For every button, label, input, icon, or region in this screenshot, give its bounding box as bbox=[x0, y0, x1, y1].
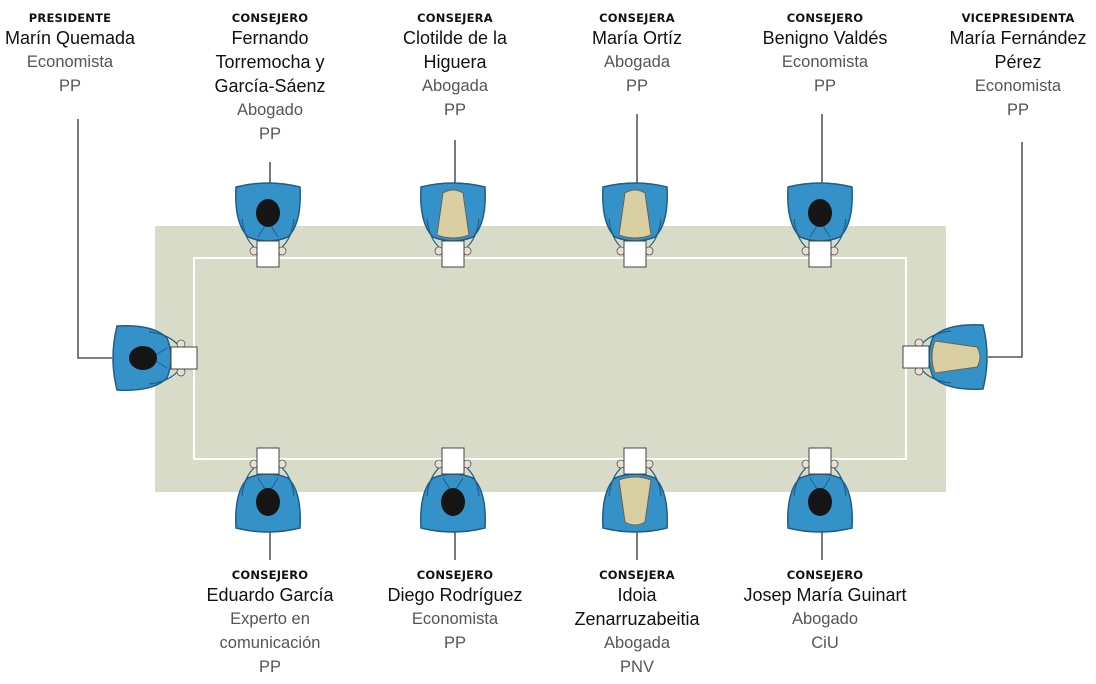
person-consejero-torremocha bbox=[235, 182, 301, 268]
role-label: CONSEJERO bbox=[231, 568, 309, 582]
member-info: Economista bbox=[781, 53, 869, 71]
member-info: PP bbox=[813, 77, 836, 95]
member-info: PP bbox=[258, 125, 281, 143]
person-consejera-clotilde bbox=[420, 182, 486, 268]
role-label: CONSEJERA bbox=[599, 568, 675, 582]
member-name: Josep María Guinart bbox=[743, 585, 907, 605]
person-consejero-valdes bbox=[787, 182, 853, 268]
member-name: Marín Quemada bbox=[4, 28, 136, 48]
person-consejero-diego bbox=[420, 447, 486, 533]
member-info: Experto en bbox=[230, 610, 310, 628]
role-label: CONSEJERA bbox=[599, 11, 675, 25]
member-info: Abogada bbox=[603, 53, 671, 71]
role-label: CONSEJERO bbox=[416, 568, 494, 582]
member-name: María Fernández bbox=[949, 28, 1087, 48]
member-name: García-Sáenz bbox=[214, 76, 326, 96]
member-name: María Ortíz bbox=[591, 28, 682, 48]
member-info: Economista bbox=[974, 77, 1062, 95]
person-consejera-idoia bbox=[602, 447, 668, 533]
member-name: Eduardo García bbox=[206, 585, 334, 605]
member-name: Fernando bbox=[231, 28, 309, 48]
role-label: CONSEJERO bbox=[786, 11, 864, 25]
member-name: Clotilde de la bbox=[402, 28, 508, 48]
person-consejera-ortiz bbox=[602, 182, 668, 268]
person-consejero-guinart bbox=[787, 447, 853, 533]
member-name: Benigno Valdés bbox=[762, 28, 888, 48]
person-vicepresidenta bbox=[902, 324, 988, 390]
member-info: comunicación bbox=[219, 634, 321, 652]
member-info: Abogado bbox=[791, 610, 859, 628]
person-consejero-eduardo bbox=[235, 447, 301, 533]
member-info: PP bbox=[443, 101, 466, 119]
connector-line-presidente bbox=[77, 119, 112, 359]
role-label: CONSEJERA bbox=[417, 11, 493, 25]
person-presidente bbox=[112, 325, 198, 391]
member-info: PP bbox=[443, 634, 466, 652]
member-info: Economista bbox=[26, 53, 114, 71]
role-label: CONSEJERO bbox=[231, 11, 309, 25]
role-label: CONSEJERO bbox=[786, 568, 864, 582]
member-info: Abogado bbox=[236, 101, 304, 119]
member-info: PP bbox=[258, 658, 281, 676]
member-info: Economista bbox=[411, 610, 499, 628]
member-info: PP bbox=[58, 77, 81, 95]
role-label: VICEPRESIDENTA bbox=[961, 11, 1075, 25]
member-name: Diego Rodríguez bbox=[387, 585, 523, 605]
member-info: CiU bbox=[811, 634, 839, 652]
member-name: Pérez bbox=[994, 52, 1042, 72]
member-info: Abogada bbox=[603, 634, 671, 652]
member-info: PP bbox=[1006, 101, 1029, 119]
member-name: Higuera bbox=[423, 52, 487, 72]
member-name: Idoia bbox=[617, 585, 657, 605]
member-name: Torremocha y bbox=[215, 52, 325, 72]
member-info: PP bbox=[625, 77, 648, 95]
member-info: Abogada bbox=[421, 77, 489, 95]
connector-line-vicepresidenta bbox=[988, 142, 1023, 358]
member-name: Zenarruzabeitia bbox=[574, 609, 700, 629]
member-info: PNV bbox=[620, 658, 654, 676]
role-label: PRESIDENTE bbox=[28, 11, 112, 25]
